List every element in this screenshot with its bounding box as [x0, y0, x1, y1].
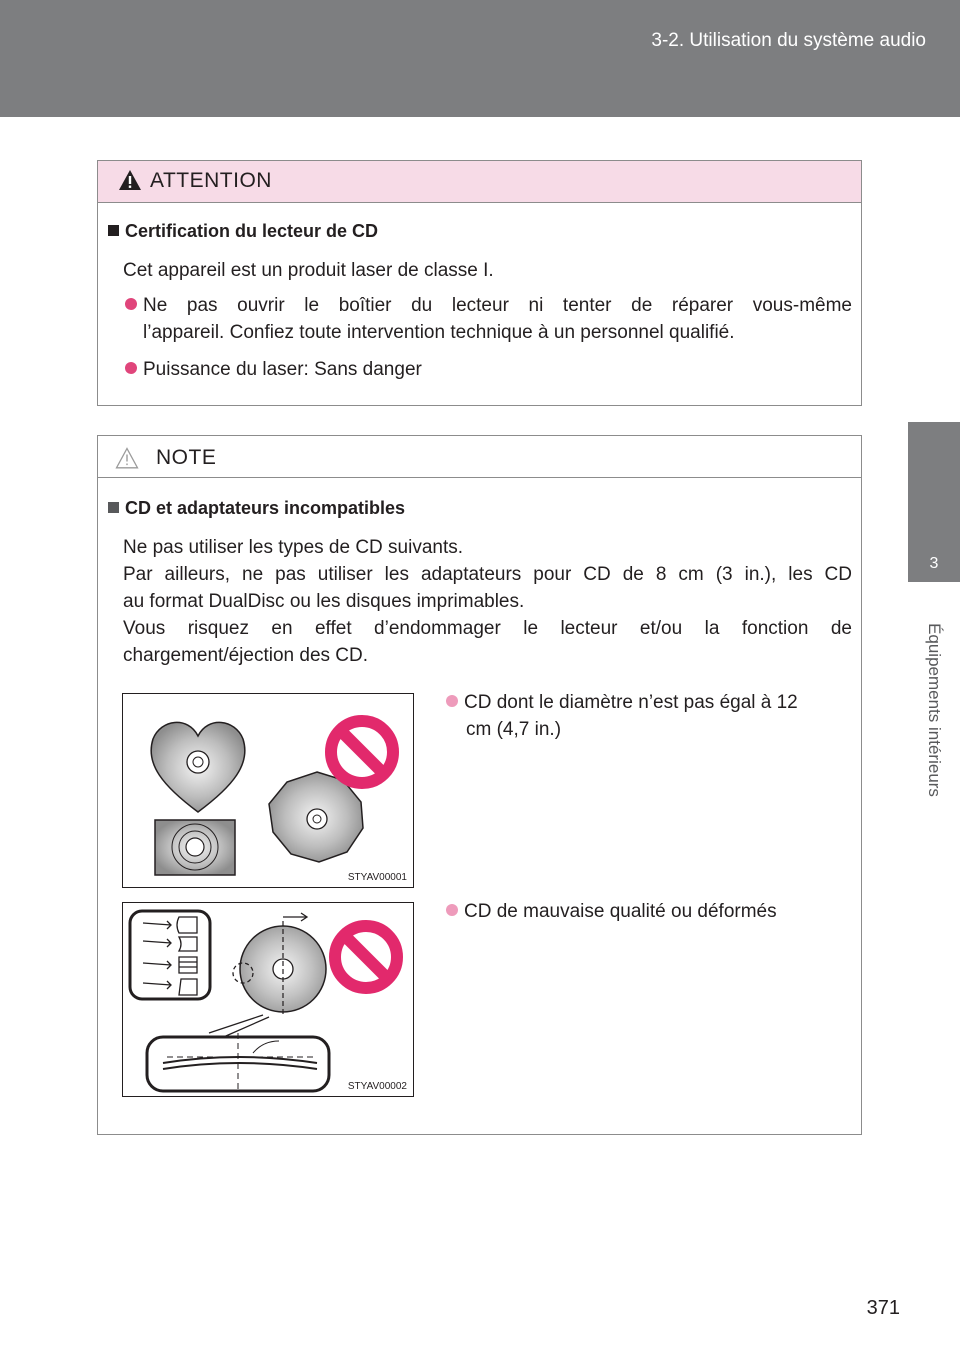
attention-bullet-1: Ne pas ouvrir le boîtier du lecteur ni t…	[125, 292, 852, 346]
note-header: NOTE	[98, 436, 861, 478]
note-item-2: CD de mauvaise qualité ou déformés	[446, 898, 777, 925]
note-line-3: au format DualDisc ou les disques imprim…	[123, 591, 525, 612]
note-item-1: CD dont le diamètre n’est pas égal à 12 …	[446, 689, 798, 743]
bullet-dot-icon	[125, 298, 137, 310]
note-box: NOTE CD et adaptateurs incompatibles Ne …	[97, 435, 862, 1135]
illustration-damaged-cds: STYAV00002	[122, 902, 414, 1097]
note-title: NOTE	[156, 446, 217, 469]
warning-icon	[119, 170, 141, 190]
warped-cd-callout	[145, 1033, 331, 1093]
item-2-line-1: CD de mauvaise qualité ou déformés	[464, 901, 777, 922]
bullet-1-line-1: Ne pas ouvrir le boîtier du lecteur ni t…	[143, 295, 852, 316]
octagonal-cd-icon	[268, 771, 364, 863]
bullet-2-text: Puissance du laser: Sans danger	[143, 359, 422, 380]
note-heading: CD et adaptateurs incompatibles	[108, 498, 405, 519]
note-line-1: Ne pas utiliser les types de CD suivants…	[123, 537, 464, 558]
attention-heading-text: Certification du lecteur de CD	[125, 221, 379, 241]
cracked-cd-icon	[208, 912, 327, 1040]
item-1-line-2: cm (4,7 in.)	[466, 719, 562, 740]
bullet-dot-icon	[446, 904, 458, 916]
attention-header: ATTENTION	[98, 161, 861, 203]
section-title: 3-2. Utilisation du système audio	[651, 30, 926, 51]
edge-defects-callout	[128, 909, 212, 1001]
prohibition-icon	[329, 920, 403, 994]
page-number: 371	[866, 1297, 900, 1319]
attention-box: ATTENTION Certification du lecteur de CD…	[97, 160, 862, 406]
bullet-dot-icon	[446, 695, 458, 707]
attention-heading: Certification du lecteur de CD	[108, 221, 378, 242]
note-body: Ne pas utiliser les types de CD suivants…	[123, 534, 852, 669]
square-bullet-icon	[108, 502, 119, 513]
item-1-line-1: CD dont le diamètre n’est pas égal à 12	[464, 692, 798, 713]
note-heading-text: CD et adaptateurs incompatibles	[125, 498, 406, 518]
illustration-code: STYAV00001	[347, 872, 407, 883]
header-band: 3-2. Utilisation du système audio	[0, 0, 960, 117]
note-line-2: Par ailleurs, ne pas utiliser les adapta…	[123, 564, 852, 585]
bullet-1-line-2: l’appareil. Confiez toute intervention t…	[143, 322, 735, 343]
attention-bullet-2: Puissance du laser: Sans danger	[125, 356, 422, 383]
chapter-tab: 3	[908, 422, 960, 582]
note-line-5: chargement/éjection des CD.	[123, 645, 369, 666]
attention-intro: Cet appareil est un produit laser de cla…	[123, 260, 494, 281]
warning-outline-icon	[115, 447, 139, 469]
chapter-label: Équipements intérieurs	[925, 623, 944, 797]
note-line-4: Vous risquez en effet d’endommager le le…	[123, 618, 852, 639]
prohibition-icon	[325, 715, 399, 789]
attention-title: ATTENTION	[150, 169, 272, 192]
heart-cd-icon	[150, 721, 246, 813]
illustration-code: STYAV00002	[347, 1081, 407, 1092]
chapter-number: 3	[929, 555, 939, 572]
square-bullet-icon	[108, 225, 119, 236]
rectangular-cd-icon	[154, 819, 236, 876]
bullet-dot-icon	[125, 362, 137, 374]
illustration-odd-shape-cds: STYAV00001	[122, 693, 414, 888]
